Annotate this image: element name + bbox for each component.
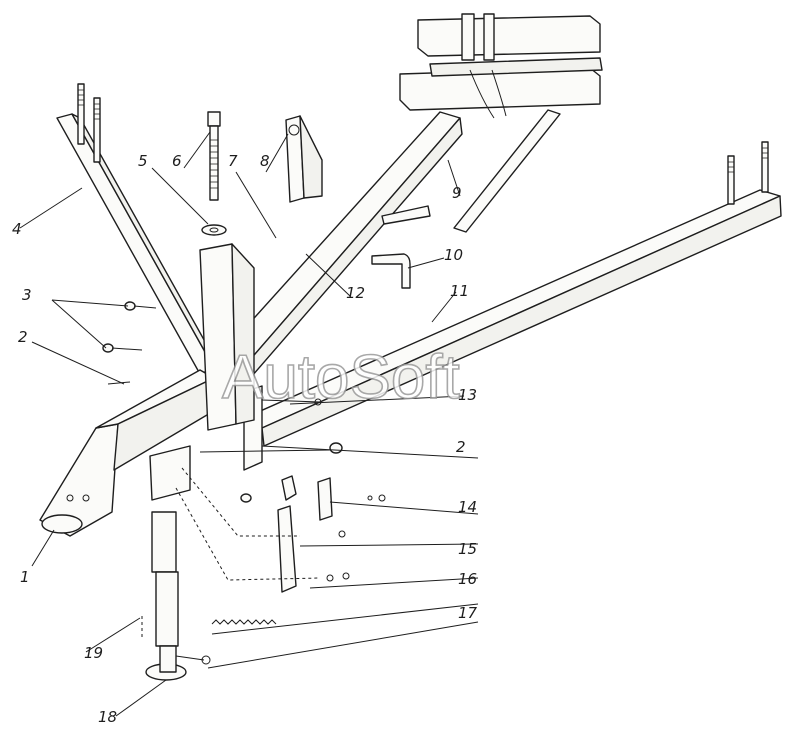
- vertical-bolt: [201, 111, 227, 236]
- pin-and-hook: [371, 205, 431, 289]
- callout-8: 8: [260, 152, 270, 170]
- callout-16: 16: [458, 570, 477, 588]
- jack-stand: [145, 511, 211, 681]
- callout-4: 4: [12, 220, 22, 238]
- top-clamp-blocks: [399, 13, 603, 233]
- callout-11: 11: [450, 282, 469, 300]
- left-drawbar-beam: [56, 83, 223, 375]
- tow-frame-assembly: [39, 243, 255, 537]
- callout-18: 18: [98, 708, 117, 726]
- side-bolts: [102, 301, 157, 385]
- callout-12: 12: [346, 284, 365, 302]
- callout-14: 14: [458, 498, 477, 516]
- callout-5: 5: [138, 152, 148, 170]
- callout-10: 10: [444, 246, 463, 264]
- callout-labels: 1 2 2 3 4 5 6 7 8 9 10 11 12 13 14 15 16…: [12, 152, 478, 726]
- locking-plates: [199, 442, 386, 593]
- callout-2-upper: 2: [18, 328, 28, 346]
- callout-2-lower: 2: [456, 438, 466, 456]
- callout-19: 19: [84, 644, 103, 662]
- callout-13: 13: [458, 386, 477, 404]
- upper-bracket: [285, 115, 323, 203]
- callout-6: 6: [172, 152, 182, 170]
- assembly-lines: [141, 467, 321, 640]
- leader-lines: [19, 131, 479, 717]
- right-long-beam: [239, 141, 782, 471]
- callout-7: 7: [228, 152, 238, 170]
- callout-15: 15: [458, 540, 477, 558]
- callout-3: 3: [22, 286, 32, 304]
- return-spring: [211, 619, 277, 625]
- callout-1: 1: [20, 568, 30, 586]
- watermark-text: AutoSoft: [222, 343, 460, 412]
- callout-17: 17: [458, 604, 478, 622]
- callout-9: 9: [452, 184, 462, 202]
